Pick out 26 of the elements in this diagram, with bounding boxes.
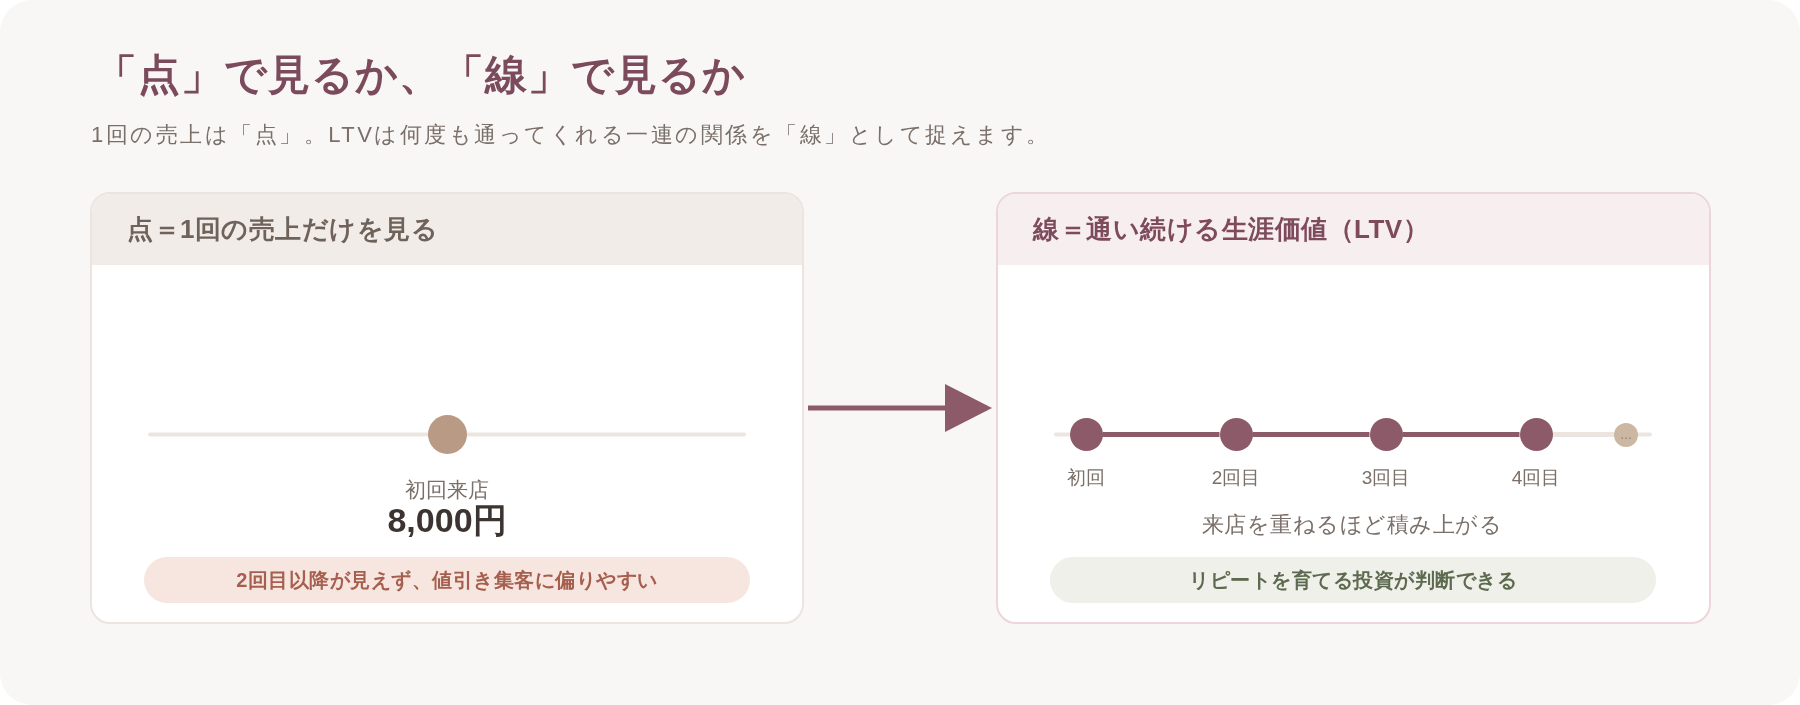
timeline-line: [1402, 432, 1520, 437]
note-banner: 2回目以降が見えず、値引き集客に偏りやすい: [144, 557, 750, 603]
visit-label: 初回: [1067, 466, 1105, 490]
title: 「点」で見るか、「線」で見るか: [95, 50, 746, 100]
lifetime-value-card: [996, 192, 1711, 624]
timeline-line: [1252, 432, 1370, 437]
more-visits-dot: …: [1614, 422, 1638, 447]
timeline-caption: 来店を重ねるほど積み上がる: [1201, 511, 1503, 539]
visit-dot-icon: [1069, 418, 1103, 451]
timeline-line: [1102, 432, 1220, 437]
visit-label: 4回目: [1511, 466, 1561, 490]
sale-amount: 8,000円: [387, 500, 507, 541]
timeline-line: [1552, 432, 1614, 437]
card-header: 線＝通い続ける生涯価値（LTV）: [998, 194, 1709, 265]
visit-label: 3回目: [1361, 466, 1411, 490]
visit-dot-icon: [1519, 418, 1553, 451]
subtitle: 1回の売上は「点」。LTVは何度も通ってくれる一連の関係を「線」として捉えます。: [91, 121, 1051, 149]
visit-label: 2回目: [1211, 466, 1261, 490]
note-banner: リピートを育てる投資が判断できる: [1050, 557, 1656, 603]
card-header: 点＝1回の売上だけを見る: [92, 194, 802, 265]
visit-label: 初回来店: [405, 477, 489, 503]
visit-dot-icon: [427, 415, 467, 454]
arrow: [808, 384, 992, 432]
single-sale-card: [90, 192, 804, 624]
visit-dot-icon: [1369, 418, 1403, 451]
visit-dot-icon: [1219, 418, 1253, 451]
